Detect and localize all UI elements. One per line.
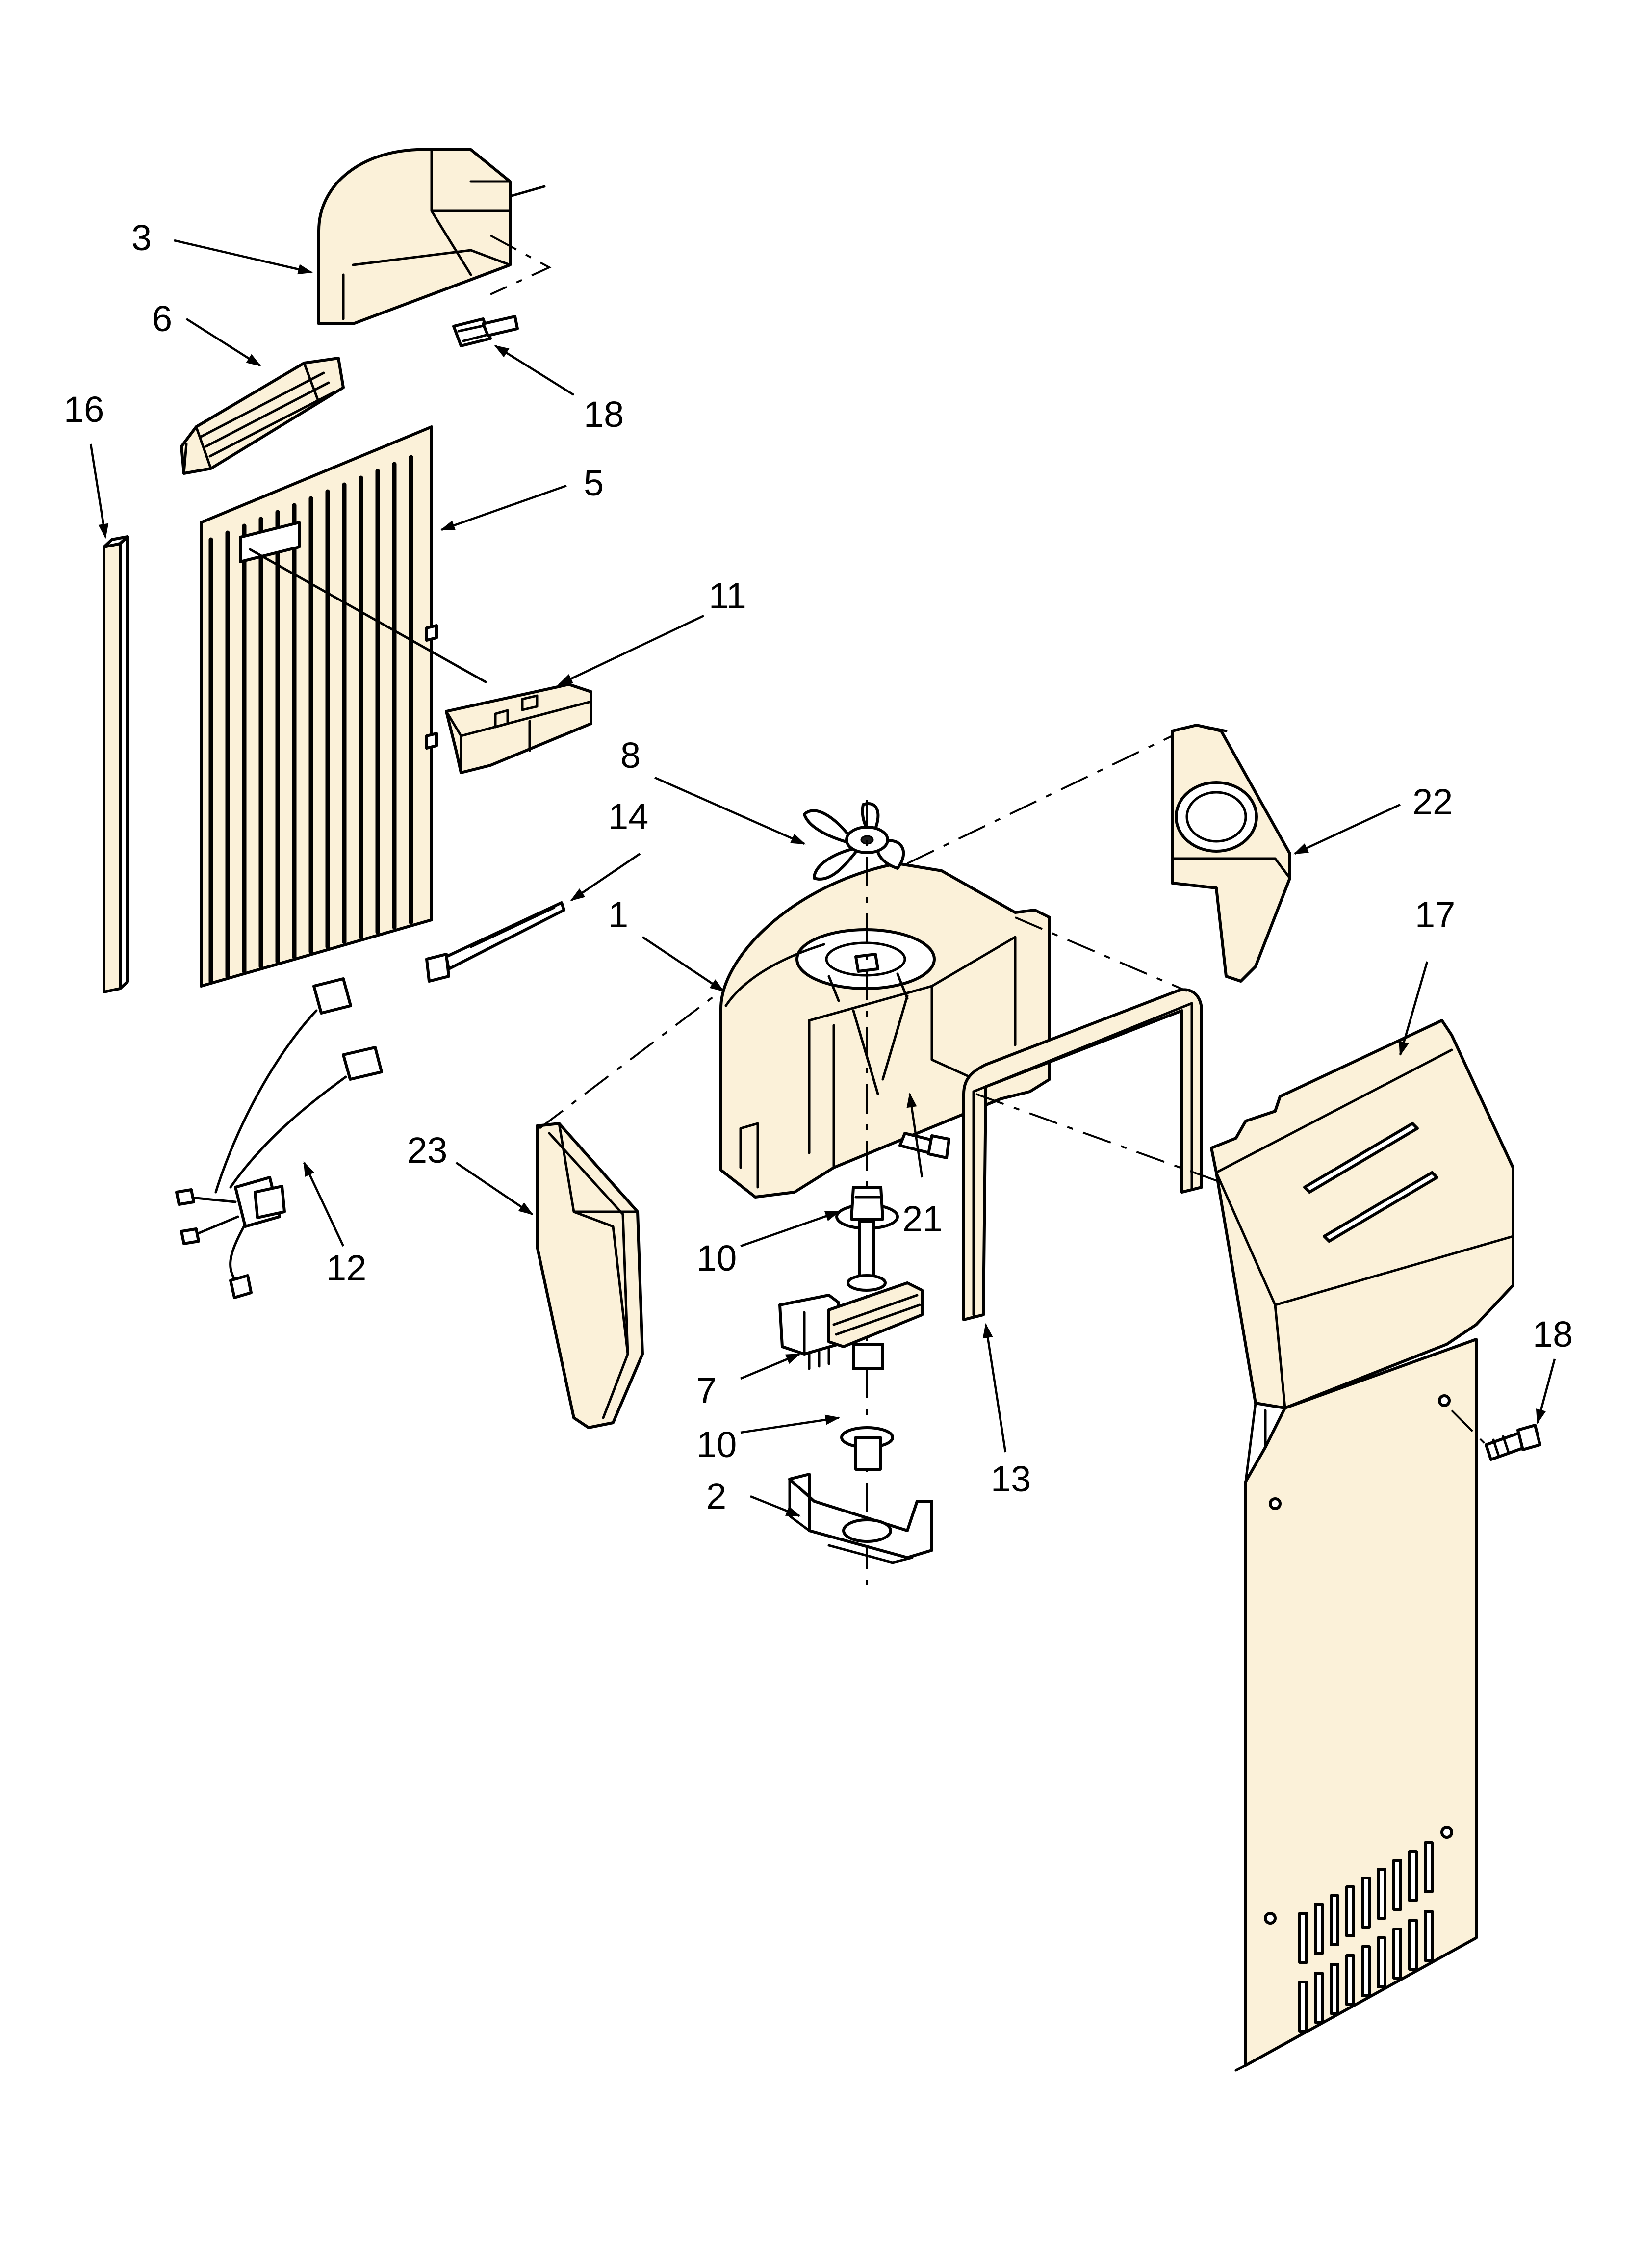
vent-slot — [1408, 1850, 1418, 1902]
callout-13: 13 — [991, 1459, 1031, 1499]
vent-slot — [1298, 1981, 1308, 2033]
part-21-screw — [898, 1132, 950, 1159]
vent-slot — [1392, 1859, 1402, 1911]
vent-slot — [1345, 1954, 1355, 2006]
callout-6: 6 — [152, 298, 172, 339]
part-3-duct-cover — [317, 148, 552, 325]
callout-8: 8 — [620, 735, 641, 776]
callout-11: 11 — [709, 575, 746, 616]
vent-slot — [1377, 1936, 1386, 1988]
part-7-fan-motor — [778, 1220, 924, 1370]
callout-labels: 3 6 16 18 5 11 8 14 22 1 17 23 21 10 12 … — [64, 217, 1573, 1516]
callout-23: 23 — [407, 1130, 447, 1171]
part-14-cable-tie — [425, 901, 565, 983]
callout-7: 7 — [696, 1370, 717, 1411]
callout-12: 12 — [326, 1248, 366, 1288]
part-10-grommet-lower — [840, 1426, 894, 1471]
vent-slot — [1424, 1910, 1434, 1962]
callout-2: 2 — [706, 1476, 726, 1516]
vent-slot — [1298, 1912, 1308, 1964]
callout-1: 1 — [608, 894, 628, 935]
callout-16: 16 — [64, 389, 104, 430]
vent-slot — [1314, 1972, 1324, 2024]
part-16-foam-strip — [103, 535, 129, 993]
vent-slot — [1361, 1945, 1371, 1997]
callout-21: 21 — [902, 1199, 943, 1239]
vent-slot — [1330, 1894, 1339, 1946]
callout-18-right: 18 — [1533, 1314, 1573, 1355]
part-11-thermostat-housing — [445, 683, 592, 774]
callout-10-lower: 10 — [696, 1424, 737, 1465]
vent-slot — [1392, 1928, 1402, 1980]
callout-3: 3 — [131, 217, 152, 258]
part-1-fan-housing — [719, 862, 1051, 1199]
callout-18-top: 18 — [584, 394, 624, 435]
vent-slot — [1377, 1868, 1386, 1920]
callout-leaders — [89, 239, 1556, 1517]
part-2-motor-bracket — [788, 1473, 933, 1564]
part-17-rear-panel — [1210, 1019, 1514, 2072]
vent-slot — [1330, 1963, 1339, 2015]
part-18-screw-top — [452, 315, 519, 347]
part-18-screw-right — [1451, 1409, 1541, 1461]
part-13-u-gasket — [962, 988, 1203, 1321]
part-6-grille-bracket — [180, 357, 345, 475]
part-8-fan-blade — [803, 802, 905, 881]
vent-slot — [1361, 1877, 1371, 1929]
part-5-evaporator-plate — [200, 425, 487, 988]
callout-5: 5 — [584, 463, 604, 503]
part-23-left-panel — [536, 1122, 644, 1429]
callout-14: 14 — [608, 796, 648, 837]
callout-17: 17 — [1415, 894, 1455, 935]
part-22-right-baffle — [1171, 724, 1291, 983]
callout-22: 22 — [1412, 782, 1453, 822]
vent-slot — [1424, 1841, 1434, 1893]
assembly-dash-lines — [539, 735, 1222, 1183]
vent-slot — [1345, 1885, 1355, 1937]
part-12-wire-harness — [175, 977, 383, 1299]
vent-slot — [1314, 1903, 1324, 1955]
vent-slot — [1408, 1919, 1418, 1971]
callout-10-upper: 10 — [696, 1238, 737, 1278]
